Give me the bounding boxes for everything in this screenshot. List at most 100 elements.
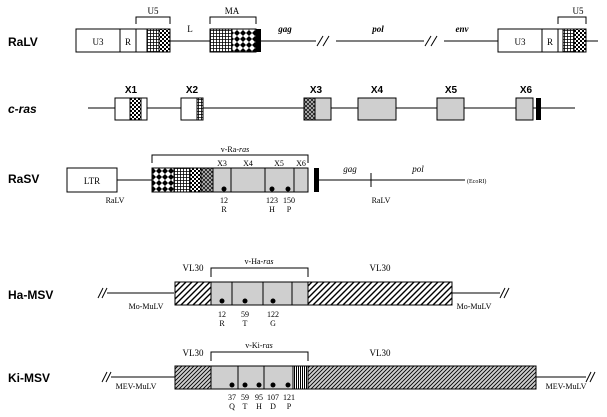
kimsv-mutation-dot bbox=[242, 382, 248, 388]
cras-x2-grid bbox=[196, 97, 204, 121]
ralv-black-bar bbox=[256, 29, 261, 52]
kimsv-mevmulv-right-label: MEV-MuLV bbox=[546, 382, 587, 391]
cras-x3-label: X3 bbox=[310, 85, 323, 96]
kimsv-break-right bbox=[585, 371, 596, 383]
row-label-rasv: RaSV bbox=[8, 172, 39, 186]
kimsv-mutation-aa: D bbox=[270, 402, 276, 411]
rasv-bracket-label: v-Ra-ras bbox=[221, 145, 249, 154]
ralv-ma-grid bbox=[209, 28, 233, 53]
kimsv-mutation-dot bbox=[285, 382, 291, 388]
hamsv-mutation-aa: R bbox=[219, 319, 225, 328]
kimsv-mutation-dot bbox=[229, 382, 235, 388]
ralv-u3-label: U3 bbox=[93, 37, 104, 47]
ralv-r-label: R bbox=[125, 37, 131, 47]
hamsv-ras-exon-3 bbox=[262, 281, 293, 306]
hamsv-mutation-dot bbox=[219, 298, 225, 304]
kimsv-mutation-aa: P bbox=[287, 402, 292, 411]
cras-x4-label: X4 bbox=[371, 85, 384, 96]
ralv-gag-label: gag bbox=[277, 24, 292, 34]
ralv-r-right-label: R bbox=[547, 37, 553, 47]
rasv-mutation-pos: 150 bbox=[283, 196, 295, 205]
ralv-ma-label: MA bbox=[225, 6, 240, 16]
kimsv-mutation-pos: 59 bbox=[241, 393, 249, 402]
ralv-u5-right-bracket bbox=[557, 16, 587, 24]
cras-x6-box bbox=[515, 97, 534, 121]
rasv-x3-xhatch bbox=[200, 167, 214, 193]
cras-x1-label: X1 bbox=[125, 85, 138, 96]
cras-x4-box bbox=[357, 97, 397, 121]
rasv-ecori-label: (EcoRI) bbox=[467, 178, 486, 185]
ralv-ma-bracket bbox=[209, 16, 257, 24]
kimsv-mutation-pos: 37 bbox=[228, 393, 236, 402]
cras-x6-black bbox=[536, 98, 541, 120]
row-kimsv: Ki-MSV MEV-MuLV MEV-MuLV VL30 VL30 v-Ki-… bbox=[8, 341, 596, 411]
row-cras: c-ras X1 X2 X3 X4 X5 X6 bbox=[8, 85, 575, 121]
rasv-bracket bbox=[151, 154, 309, 163]
kimsv-mutation-dot bbox=[270, 382, 276, 388]
ralv-ma-diamond bbox=[231, 28, 257, 53]
cras-x6-label: X6 bbox=[520, 85, 533, 96]
ralv-u5-right-grid bbox=[562, 28, 575, 53]
rasv-mutation-aa: R bbox=[221, 205, 227, 214]
ralv-u5-right-label: U5 bbox=[573, 6, 584, 16]
hamsv-break-right bbox=[499, 287, 510, 299]
kimsv-mutation-dot bbox=[256, 382, 262, 388]
kimsv-ras-stripe bbox=[292, 365, 309, 390]
rasv-x6-box bbox=[293, 167, 309, 193]
cras-x3-box bbox=[314, 97, 332, 121]
kimsv-bracket-label: v-Ki-ras bbox=[245, 341, 273, 350]
ralv-u5-grid bbox=[146, 28, 160, 53]
hamsv-break-left bbox=[97, 287, 108, 299]
hamsv-mutation-pos: 59 bbox=[241, 310, 249, 319]
ralv-u5-bracket bbox=[135, 16, 171, 24]
rasv-x4-box bbox=[230, 167, 266, 193]
rasv-mutation-pos: 123 bbox=[266, 196, 278, 205]
rasv-x6-label: X6 bbox=[296, 159, 306, 168]
hamsv-bracket bbox=[210, 267, 309, 277]
cras-x3-xhatch bbox=[303, 97, 316, 121]
kimsv-mutation-pos: 95 bbox=[255, 393, 263, 402]
cras-x2-label: X2 bbox=[186, 85, 199, 96]
kimsv-vl30-right-box bbox=[307, 365, 537, 390]
cras-x1-check bbox=[129, 97, 142, 121]
cras-x5-box bbox=[436, 97, 465, 121]
kimsv-bracket bbox=[210, 351, 309, 361]
ralv-env-label: env bbox=[456, 24, 470, 34]
rasv-ltr-label: LTR bbox=[84, 176, 100, 186]
rasv-x5-label: X5 bbox=[274, 159, 284, 168]
ralv-u5-check bbox=[158, 28, 171, 53]
kimsv-mutation-aa: H bbox=[256, 402, 262, 411]
hamsv-momulv-right-label: Mo-MuLV bbox=[457, 302, 492, 311]
hamsv-bracket-label: v-Ha-ras bbox=[245, 257, 274, 266]
rasv-pol-label: pol bbox=[411, 164, 424, 174]
ralv-u3-right-label: U3 bbox=[515, 37, 526, 47]
ralv-l-label: L bbox=[187, 24, 193, 34]
hamsv-mutation-dot bbox=[242, 298, 248, 304]
kimsv-vl30-left-box bbox=[174, 365, 212, 390]
rasv-ralv-right-label: RaLV bbox=[372, 196, 391, 205]
row-ralv: RaLV U3 R U5 L MA gag pol env bbox=[8, 6, 598, 53]
rasv-mutation-aa: P bbox=[287, 205, 292, 214]
rasv-mutation-dot bbox=[285, 186, 291, 192]
hamsv-vl30-left-label: VL30 bbox=[183, 263, 204, 273]
kimsv-mutation-aa: T bbox=[243, 402, 248, 411]
kimsv-mutation-aa: Q bbox=[229, 402, 235, 411]
row-label-cras: c-ras bbox=[8, 102, 37, 116]
hamsv-mutation-pos: 122 bbox=[267, 310, 279, 319]
hamsv-mutation-pos: 12 bbox=[218, 310, 226, 319]
hamsv-vl30-right-box bbox=[307, 281, 453, 306]
rasv-mutation-pos: 12 bbox=[220, 196, 228, 205]
rasv-gag-label: gag bbox=[343, 164, 357, 174]
ralv-u5-right-check bbox=[573, 28, 587, 53]
kimsv-mevmulv-left-label: MEV-MuLV bbox=[116, 382, 157, 391]
row-label-ralv: RaLV bbox=[8, 35, 38, 49]
hamsv-mutation-dot bbox=[270, 298, 276, 304]
kimsv-vl30-right-label: VL30 bbox=[370, 348, 391, 358]
hamsv-ras-exon-2 bbox=[231, 281, 264, 306]
kimsv-vl30-left-label: VL30 bbox=[183, 348, 204, 358]
cras-x5-label: X5 bbox=[445, 85, 458, 96]
kimsv-mutation-pos: 121 bbox=[283, 393, 295, 402]
rasv-check bbox=[189, 167, 202, 193]
rasv-grid bbox=[173, 167, 191, 193]
